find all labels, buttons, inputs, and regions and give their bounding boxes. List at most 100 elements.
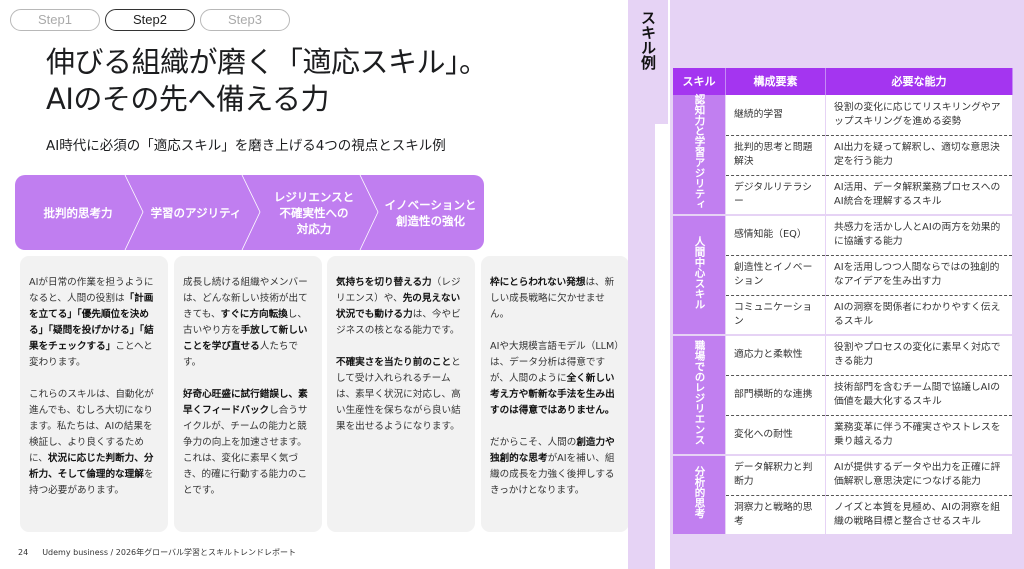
table-row: 人間中心スキル 感情知能（EQ）共感力を活かし人とAIの両方を効果的に協議する能力 [673,215,1013,336]
table-row: 洞察力と戦略的思考ノイズと本質を見極め、AIの洞察を組織の戦略目標と整合させるス… [673,495,1013,536]
card-paragraph: これらのスキルは、自動化が進んでも、むしろ大切になります。私たちは、AIの結果を… [29,387,160,499]
table-row: 部門横断的な連携技術部門を含むチーム間で協議しAIの価値を最大化するスキル [673,375,1013,416]
step-tab-1[interactable]: Step1 [10,9,100,31]
bold-text: 好奇心旺盛に試行錯誤し、素早くフィードバック [183,389,308,416]
card-paragraph: 不確実さを当たり前のこととして受け入れられるチームは、素早く状況に対応し、高い生… [336,355,467,435]
text: は、新しい成長戦略に欠かせません。 [490,277,615,320]
bold-text: 「計画を立てる」「優先順位を決める」「疑問を投げかける」「結果をチェックする」 [29,293,154,352]
chevron-dividers [124,175,379,250]
component-cell: コミュニケーション [725,295,826,336]
component-cell: データ解釈力と判断力 [725,455,826,496]
bold-text: 先の見えない状況でも動ける力 [336,293,461,320]
bold-text: 全く新しい考え方や斬新な手法を生み出すのは得意ではありません。 [490,373,615,416]
text: これらのスキルは、自動化が進んでも、むしろ大切になります。私たちは、AIの結果を… [29,389,154,464]
banner-item: 批判的思考力 [23,175,133,250]
perspective-card: 枠にとらわれない発想は、新しい成長戦略に欠かせません。 AIや大規模言語モデル（L… [481,256,629,532]
banner-item-line: 批判的思考力 [43,205,113,220]
skill-category-cell: 人間中心スキル [673,215,726,336]
skill-category-cell: 認知力と学習アジリティ [673,94,726,216]
banner-item-line: レジリエンスと [273,189,355,204]
skill-category: 職場でのレジリエンス [693,340,706,445]
ability-cell: ノイズと本質を見極め、AIの洞察を組織の戦略目標と整合させるスキル [825,495,1013,536]
ability-cell: 役割の変化に応じてリスキリングやアップスキリングを進める姿勢 [825,95,1013,136]
skill-category-cell: 分析的思考 [673,455,726,536]
table-row: 変化への耐性業務変革に伴う不確実さやストレスを乗り越える力 [673,415,1013,456]
banner-item-line: イノベーションと [384,197,477,212]
banner-item-line: 創造性の強化 [396,213,465,228]
component-cell: 洞察力と戦略的思考 [725,495,826,536]
component-cell: 感情知能（EQ） [725,215,826,256]
card-paragraph: だからこそ、人間の創造力や独創的な思考がAIを補い、組織の成長を力強く後押しする… [490,435,621,499]
title-line-1: 伸びる組織が磨く「適応スキル」。 [46,45,488,79]
perspective-card: 成長し続ける組織やメンバーは、どんな新しい技術が出てきても、すぐに方向転換し、古… [174,256,322,532]
component-cell: 変化への耐性 [725,415,826,456]
component-cell: 批判的思考と問題解決 [725,135,826,176]
text: ことへと変わります。 [29,341,153,368]
text: として受け入れられるチームは、素早く状況に対応し、高い生産性を保ちながら良い結果… [336,357,461,432]
card-paragraph: 成長し続ける組織やメンバーは、どんな新しい技術が出てきても、すぐに方向転換し、古… [183,275,314,371]
header-cell: 必要な能力 [825,68,1013,95]
header-cell: スキル [673,68,726,95]
card-paragraph: AIが日常の作業を担うようになると、人間の役割は「計画を立てる」「優先順位を決め… [29,275,160,371]
banner-item: イノベーションと創造性の強化 [377,175,484,250]
skill-table: スキル構成要素必要な能力認知力と学習アジリティ継続的学習役割の変化に応じてリスキ… [673,68,1013,536]
text: し、古いやり方を [183,309,307,336]
bold-text: 気持ちを切り替える力 [336,277,432,288]
page-title: 伸びる組織が磨く「適応スキル」。AIのその先へ備える力 [46,44,488,118]
perspective-card: 気持ちを切り替える力（レジリエンス）や、先の見えない状況でも動ける力は、今やビジ… [327,256,475,532]
bold-text: 創造力や独創的な思考 [490,437,615,464]
ability-cell: AI出力を疑って解釈し、適切な意思決定を行う能力 [825,135,1013,176]
component-cell: 創造性とイノベーション [725,255,826,296]
ability-cell: 技術部門を含むチーム間で協議しAIの価値を最大化するスキル [825,375,1013,416]
card-paragraph: 気持ちを切り替える力（レジリエンス）や、先の見えない状況でも動ける力は、今やビジ… [336,275,467,339]
card-paragraph: 好奇心旺盛に試行錯誤し、素早くフィードバックし合うサイクルが、チームの能力と競争… [183,387,314,499]
component-cell: デジタルリテラシー [725,175,826,216]
component-cell: 適応力と柔軟性 [725,335,826,376]
panel-gap [655,0,670,569]
step-tab-3[interactable]: Step3 [200,9,290,31]
text: は、今やビジネスの核となる能力です。 [336,309,461,336]
bold-text: 枠にとらわれない発想 [490,277,586,288]
subtitle: AI時代に必須の「適応スキル」を磨き上げる4つの視点とスキル例 [46,138,446,154]
step-tab-2[interactable]: Step2 [105,9,195,31]
banner-item-line: 対応力 [296,221,332,236]
skill-category: 分析的思考 [693,466,706,519]
banner-item: レジリエンスと不確実性への対応力 [259,175,369,250]
skill-perspectives-banner: 批判的思考力学習のアジリティレジリエンスと不確実性への対応力イノベーションと創造… [15,175,484,250]
ability-cell: AIを活用しつつ人間ならではの独創的なアイデアを生み出す力 [825,255,1013,296]
skill-category: 認知力と学習アジリティ [693,94,706,210]
page-number: 24 [18,548,29,557]
ability-cell: 共感力を活かし人とAIの両方を効果的に協議する能力 [825,215,1013,256]
bold-text: すぐに方向転換 [220,309,288,320]
banner-item: 学習のアジリティ [141,175,251,250]
text: し合うサイクルが、チームの能力と競争力の向上を加速させます。これは、変化に素早く… [183,405,308,496]
text: だからこそ、人間の [490,437,577,448]
panel-tab: スキル例 [628,0,668,124]
component-cell: 部門横断的な連携 [725,375,826,416]
bold-text: 手放して新しいことを学び直せる [183,325,308,352]
text: 成長し続ける組織やメンバーは、どんな新しい技術が出てきても、 [183,277,308,320]
card-paragraph: 枠にとらわれない発想は、新しい成長戦略に欠かせません。 [490,275,621,323]
skill-category: 人間中心スキル [693,235,706,310]
ability-cell: AIの洞察を関係者にわかりやすく伝えるスキル [825,295,1013,336]
text: を持つ必要があります。 [29,469,154,496]
title-line-2: AIのその先へ備える力 [46,82,330,116]
table-header: スキル構成要素必要な能力 [673,68,1013,95]
banner-item-line: 不確実性への [279,205,349,220]
perspective-card: AIが日常の作業を担うようになると、人間の役割は「計画を立てる」「優先順位を決め… [20,256,168,532]
table-row: 認知力と学習アジリティ継続的学習役割の変化に応じてリスキリングやアップスキリング… [673,94,1013,216]
bold-text: 不確実さを当たり前のこと [336,357,452,368]
ability-cell: 業務変革に伴う不確実さやストレスを乗り越える力 [825,415,1013,456]
bold-text: 状況に応じた判断力、分析力、そして倫理的な理解 [29,453,154,480]
footer: 24 Udemy business / 2026年グローバル学習とスキルトレンドレ… [18,547,296,558]
card-paragraph: AIや大規模言語モデル（LLM）は、データ分析は得意ですが、人間のように全く新し… [490,339,621,419]
footer-text: Udemy business / 2026年グローバル学習とスキルトレンドレポー… [42,548,297,557]
text: （レジリエンス）や、 [336,277,461,304]
ability-cell: AIが提供するデータや出力を正確に評価解釈し意思決定につなげる能力 [825,455,1013,496]
text: AIや大規模言語モデル（LLM）は、データ分析は得意ですが、人間のように [490,341,620,384]
